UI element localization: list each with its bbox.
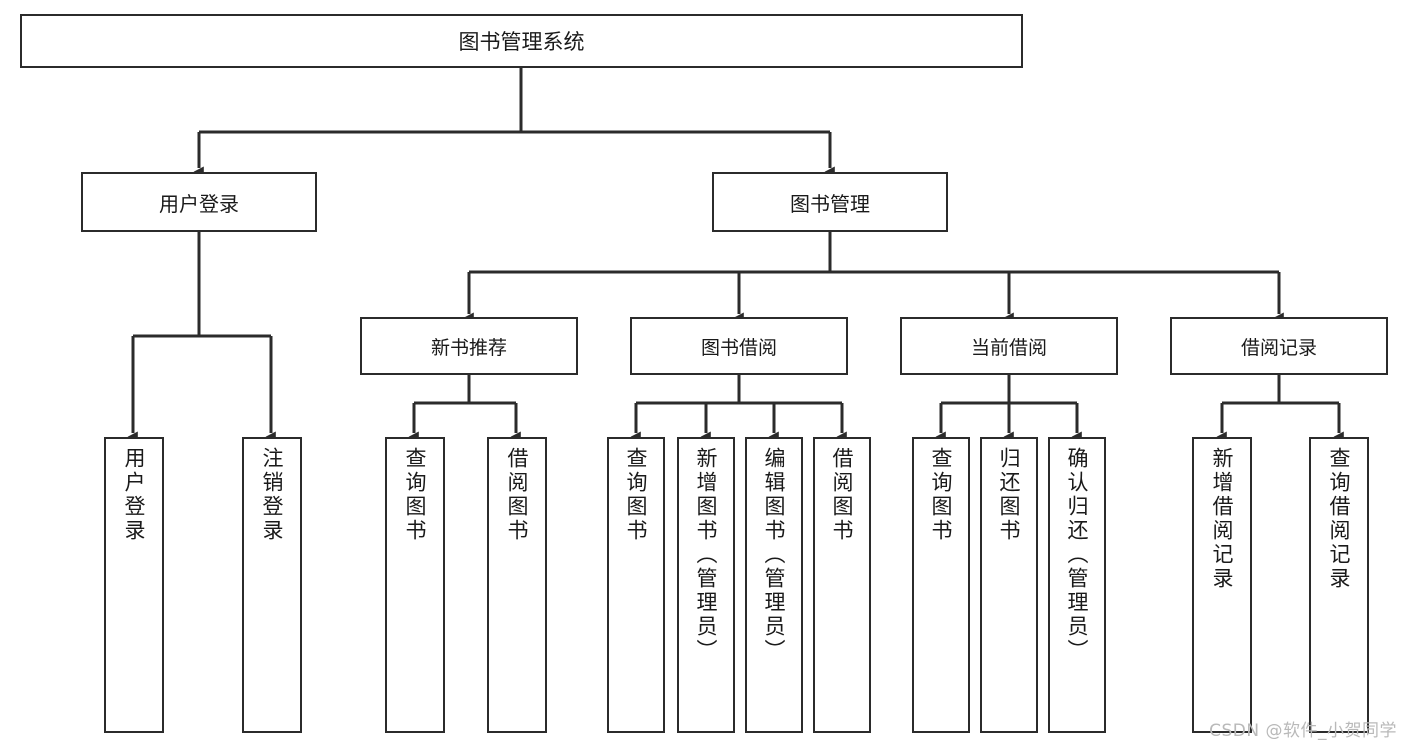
node-label: 查询图书 — [929, 447, 954, 543]
node-new-book-recommend[interactable]: 新书推荐 — [360, 317, 578, 375]
node-user-login[interactable]: 用户登录 — [81, 172, 317, 232]
leaf-records-query-record[interactable]: 查询借阅记录 — [1309, 437, 1369, 733]
leaf-recommend-query-book[interactable]: 查询图书 — [385, 437, 445, 733]
node-label: 用户登录 — [122, 447, 147, 543]
leaf-borrow-edit-book-admin[interactable]: 编辑图书（管理员） — [745, 437, 803, 733]
node-label: 查询图书 — [403, 447, 428, 543]
node-label: 编辑图书（管理员） — [762, 447, 787, 663]
node-label: 借阅记录 — [1240, 336, 1317, 359]
leaf-recommend-borrow-book[interactable]: 借阅图书 — [487, 437, 547, 733]
leaf-borrow-borrow-book[interactable]: 借阅图书 — [813, 437, 871, 733]
node-label: 图书借阅 — [700, 336, 777, 359]
node-label: 图书管理系统 — [458, 30, 585, 54]
node-label: 新书推荐 — [430, 336, 507, 359]
node-label: 当前借阅 — [970, 336, 1047, 359]
node-book-management[interactable]: 图书管理 — [712, 172, 948, 232]
leaf-records-add-record[interactable]: 新增借阅记录 — [1192, 437, 1252, 733]
node-label: 确认归还（管理员） — [1065, 447, 1090, 663]
leaf-borrow-query-book[interactable]: 查询图书 — [607, 437, 665, 733]
node-root-system[interactable]: 图书管理系统 — [20, 14, 1023, 68]
leaf-borrow-add-book-admin[interactable]: 新增图书（管理员） — [677, 437, 735, 733]
node-current-borrow[interactable]: 当前借阅 — [900, 317, 1118, 375]
node-book-borrow[interactable]: 图书借阅 — [630, 317, 848, 375]
leaf-current-confirm-return-admin[interactable]: 确认归还（管理员） — [1048, 437, 1106, 733]
watermark: CSDN @软件_小贺同学 — [1209, 721, 1397, 741]
node-label: 用户登录 — [159, 191, 239, 216]
node-label: 查询借阅记录 — [1327, 447, 1352, 591]
leaf-current-query-book[interactable]: 查询图书 — [912, 437, 970, 733]
node-label: 新增借阅记录 — [1210, 447, 1235, 591]
node-label: 借阅图书 — [505, 447, 530, 543]
node-borrow-records[interactable]: 借阅记录 — [1170, 317, 1388, 375]
node-label: 新增图书（管理员） — [694, 447, 719, 663]
leaf-user-login-login[interactable]: 用户登录 — [104, 437, 164, 733]
node-label: 归还图书 — [997, 447, 1022, 543]
leaf-current-return-book[interactable]: 归还图书 — [980, 437, 1038, 733]
node-label: 借阅图书 — [830, 447, 855, 543]
leaf-user-login-logout[interactable]: 注销登录 — [242, 437, 302, 733]
node-label: 查询图书 — [624, 447, 649, 543]
node-label: 图书管理 — [790, 191, 870, 216]
node-label: 注销登录 — [260, 447, 285, 543]
